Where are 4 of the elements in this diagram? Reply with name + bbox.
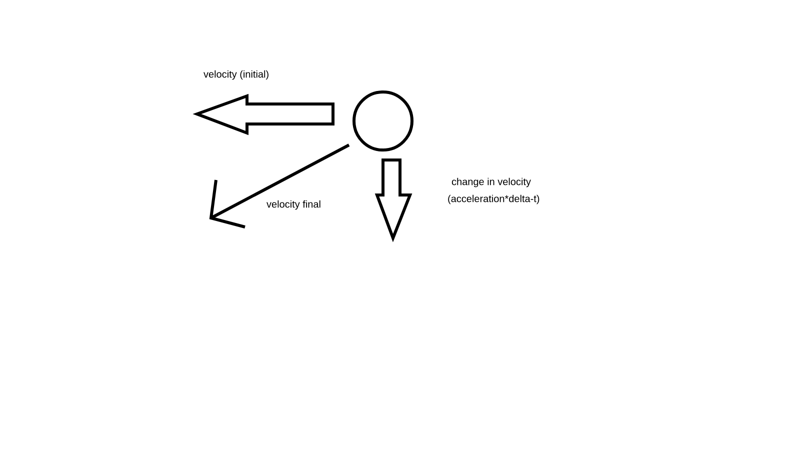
vector-label: velocity (initial) [204, 70, 268, 80]
vector-label: velocity final [266, 200, 320, 210]
vector-label: change in velocity (acceleration*delta-t) [448, 178, 540, 204]
body-circle [352, 90, 414, 152]
